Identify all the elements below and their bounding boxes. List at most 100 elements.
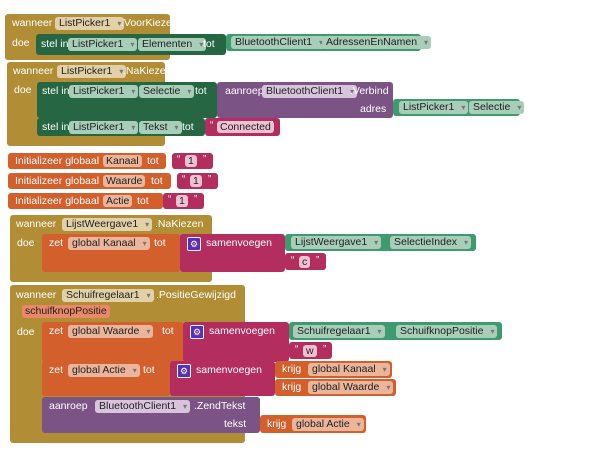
init-label: Initializeer globaal <box>15 155 100 167</box>
quote-icon: ” <box>323 344 327 355</box>
property-dropdown[interactable]: Selectie <box>139 85 195 98</box>
call-verbind-block[interactable]: aanroep BluetoothClient1 .Verbind adres <box>217 82 393 118</box>
call-label: aanroep <box>49 400 88 412</box>
init-global-waarde[interactable]: Initializeer globaal Waarde tot <box>8 173 171 189</box>
set-global-waarde-block[interactable]: zet global Waarde tot <box>42 322 183 362</box>
text-value[interactable]: w <box>303 345 317 357</box>
property-dropdown[interactable]: SchuifknopPositie <box>396 325 498 338</box>
get-global-actie-block[interactable]: krijg global Actie <box>260 415 366 433</box>
text-block[interactable]: “ w ” <box>289 342 332 359</box>
do-label: doe <box>14 84 32 96</box>
text-block[interactable]: “ 1 ” <box>177 173 218 189</box>
gear-icon[interactable]: ⚙ <box>177 364 191 378</box>
component-dropdown[interactable]: Schuifregelaar1 <box>293 325 385 338</box>
set-selectie-block[interactable]: stel in ListPicker1 Selectie tot <box>37 82 217 118</box>
component-dropdown[interactable]: BluetoothClient1 <box>231 36 327 49</box>
property-getter-block[interactable]: ListPicker1 Selectie <box>393 99 525 116</box>
variable-name[interactable]: Actie <box>103 195 133 207</box>
to-label: tot <box>151 175 163 187</box>
component-dropdown[interactable]: Schuifregelaar1 <box>62 289 154 302</box>
property-dropdown[interactable]: AdressenEnNamen <box>322 36 432 49</box>
set-global-actie-block[interactable]: zet global Actie tot <box>42 361 170 396</box>
component-dropdown[interactable]: BluetoothClient1 <box>262 85 358 98</box>
variable-dropdown[interactable]: global Waarde <box>68 325 154 338</box>
get-global-waarde-block[interactable]: krijg global Waarde <box>275 379 396 396</box>
parameter-chip[interactable]: schuifknopPositie <box>22 305 110 318</box>
component-dropdown[interactable]: ListPicker1 <box>69 85 139 98</box>
join-block[interactable]: ⚙ samenvoegen <box>180 234 285 272</box>
property-dropdown[interactable]: Tekst <box>139 121 182 134</box>
quote-icon: ” <box>208 174 212 185</box>
set-label: stel in <box>42 121 70 133</box>
to-label: tot <box>162 325 174 337</box>
to-label: tot <box>143 364 155 376</box>
variable-name[interactable]: Kanaal <box>103 155 142 167</box>
property-getter-block[interactable]: BluetoothClient1 AdressenEnNamen <box>226 34 432 51</box>
join-block[interactable]: ⚙ samenvoegen <box>170 361 275 396</box>
quote-icon: ” <box>316 255 320 266</box>
component-dropdown[interactable]: ListPicker1 <box>68 38 138 51</box>
init-global-kanaal[interactable]: Initializeer globaal Kanaal tot <box>8 153 166 169</box>
text-value[interactable]: 1 <box>190 175 202 187</box>
do-label: doe <box>12 37 30 49</box>
to-label: tot <box>182 121 194 133</box>
join-block[interactable]: ⚙ samenvoegen <box>183 322 289 362</box>
to-label: tot <box>154 237 166 249</box>
init-label: Initializeer globaal <box>15 195 100 207</box>
property-getter-block[interactable]: Schuifregelaar1 SchuifknopPositie <box>289 322 502 340</box>
call-zendtekst-block[interactable]: aanroep BluetoothClient1 .ZendTekst teks… <box>42 397 260 433</box>
get-label: krijg <box>282 381 302 393</box>
gear-icon[interactable]: ⚙ <box>187 237 201 251</box>
get-label: krijg <box>282 363 302 375</box>
text-block[interactable]: “ 1 ” <box>163 193 204 209</box>
component-dropdown[interactable]: ListPicker1 <box>69 121 139 134</box>
component-dropdown[interactable]: LijstWeergave1 <box>291 236 382 249</box>
to-label: tot <box>137 195 149 207</box>
text-block[interactable]: “ 1 ” <box>172 153 213 169</box>
text-value[interactable]: 1 <box>185 155 197 167</box>
set-label: stel in <box>41 38 69 50</box>
set-label: stel in <box>42 85 70 97</box>
event-name: .VoorKiezen <box>121 17 178 29</box>
init-global-actie[interactable]: Initializeer globaal Actie tot <box>8 193 163 209</box>
when-label: wanneer <box>16 218 57 230</box>
property-dropdown[interactable]: Elementen <box>138 38 207 51</box>
text-value[interactable]: Connected <box>217 121 274 133</box>
get-global-kanaal-block[interactable]: krijg global Kanaal <box>275 361 392 378</box>
text-value[interactable]: c <box>299 256 311 268</box>
property-dropdown[interactable]: Selectie <box>469 101 525 114</box>
component-dropdown[interactable]: ListPicker1 <box>399 101 469 114</box>
variable-dropdown[interactable]: global Actie <box>292 418 364 431</box>
text-block[interactable]: “ Connected ” <box>205 118 280 136</box>
get-label: krijg <box>267 418 287 430</box>
to-label: tot <box>195 85 207 97</box>
init-label: Initializeer globaal <box>15 175 100 187</box>
quote-icon: ” <box>203 154 207 165</box>
component-dropdown[interactable]: LijstWeergave1 <box>62 218 153 231</box>
set-global-kanaal-block[interactable]: zet global Kanaal tot <box>42 234 180 272</box>
method-name: .ZendTekst <box>194 400 246 412</box>
variable-dropdown[interactable]: global Waarde <box>308 381 394 394</box>
component-dropdown[interactable]: BluetoothClient1 <box>95 400 191 413</box>
set-tekst-block[interactable]: stel in ListPicker1 Tekst tot <box>37 118 205 136</box>
component-dropdown[interactable]: ListPicker1 <box>57 65 127 78</box>
component-dropdown[interactable]: ListPicker1 <box>55 17 125 30</box>
gear-icon[interactable]: ⚙ <box>190 325 204 339</box>
join-label: samenvoegen <box>196 364 262 376</box>
variable-dropdown[interactable]: global Kanaal <box>308 363 390 376</box>
set-elementen-block[interactable]: stel in ListPicker1 Elementen tot <box>36 34 226 55</box>
property-getter-block[interactable]: LijstWeergave1 SelectieIndex <box>285 234 476 251</box>
do-label: doe <box>17 326 35 338</box>
quote-icon: “ <box>291 255 295 266</box>
text-block[interactable]: “ c ” <box>285 253 326 270</box>
to-label: tot <box>203 38 215 50</box>
do-label: doe <box>17 237 35 249</box>
text-value[interactable]: 1 <box>176 195 188 207</box>
call-label: aanroep <box>225 85 264 97</box>
variable-dropdown[interactable]: global Kanaal <box>68 237 150 250</box>
property-dropdown[interactable]: SelectieIndex <box>390 236 472 249</box>
event-name: .PositieGewijzigd <box>156 289 236 301</box>
join-label: samenvoegen <box>206 237 272 249</box>
variable-dropdown[interactable]: global Actie <box>68 364 140 377</box>
variable-name[interactable]: Waarde <box>103 175 146 187</box>
